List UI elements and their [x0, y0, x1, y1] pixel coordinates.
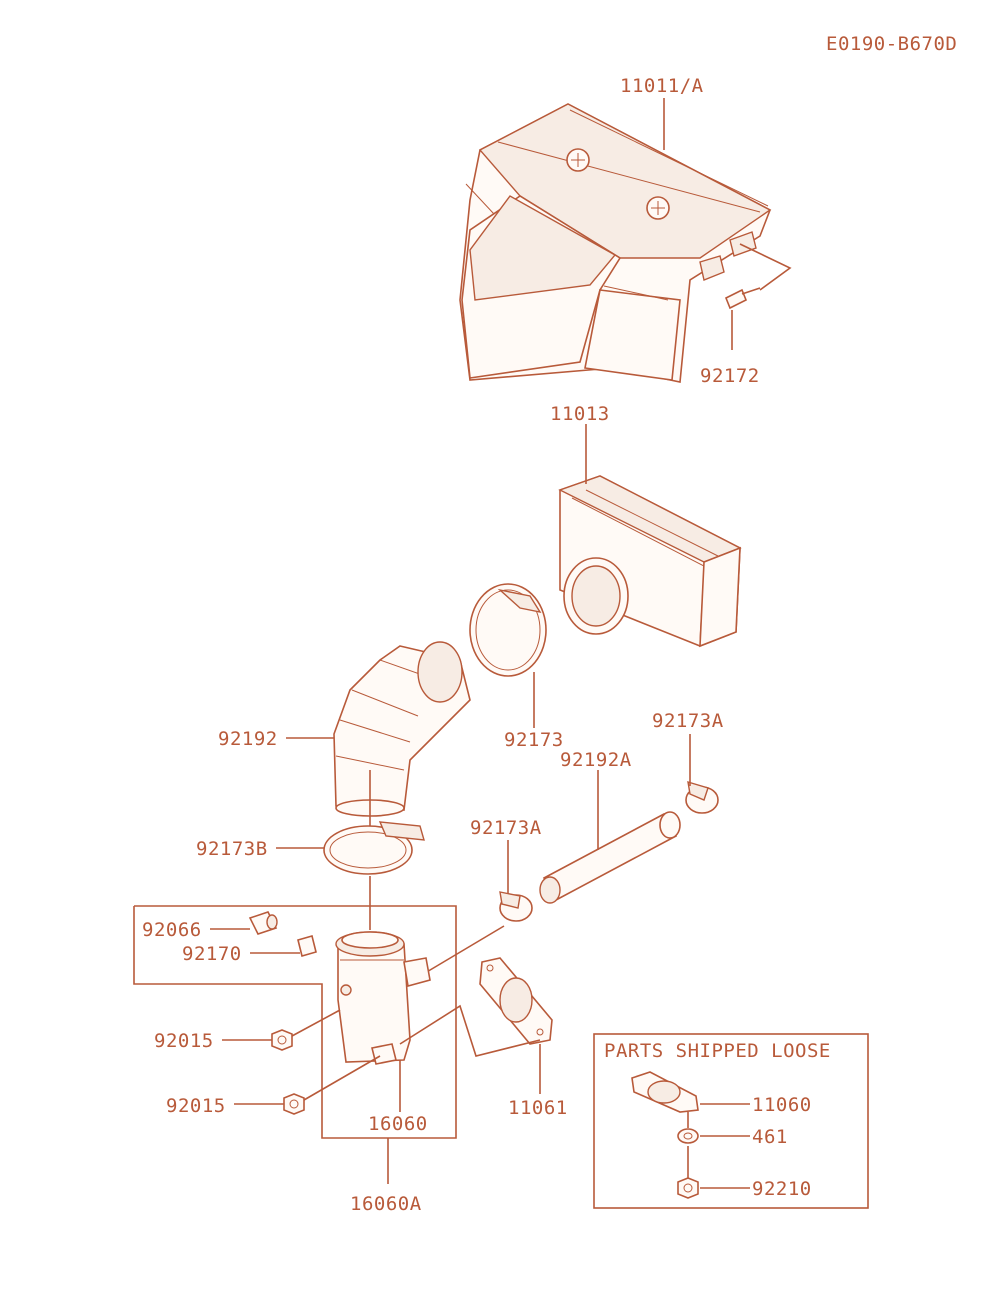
label-92015-upper: 92015	[154, 1030, 214, 1052]
gasket-11061	[479, 957, 553, 1045]
label-92173A-mid: 92173A	[470, 817, 542, 839]
leader-92015-upper-to-pipe	[291, 1009, 341, 1037]
leader-92015-lower-to-pipe	[303, 1055, 381, 1101]
cap-92066	[248, 911, 278, 935]
label-92192: 92192	[218, 728, 278, 750]
intake-pipe	[335, 931, 431, 1065]
label-92210: 92210	[752, 1178, 812, 1200]
label-11011A: 11011/A	[620, 75, 704, 97]
clamp-92173A-middle	[499, 891, 533, 922]
air-cleaner-cover	[459, 103, 772, 383]
label-92192A: 92192A	[560, 749, 632, 771]
parts-shipped-loose-box	[593, 1033, 869, 1209]
label-11061: 11061	[508, 1097, 568, 1119]
breather-hose	[539, 811, 681, 904]
label-11060: 11060	[752, 1094, 812, 1116]
clamp-92173	[469, 583, 547, 677]
label-461: 461	[752, 1126, 788, 1148]
label-92173A-top: 92173A	[652, 710, 724, 732]
leader-hose-to-pipe	[419, 925, 505, 977]
leader-92172	[731, 243, 792, 350]
label-92173: 92173	[504, 729, 564, 751]
nut-92015-upper	[271, 1029, 293, 1051]
label-16060: 16060	[368, 1113, 428, 1135]
assembly-bracket	[133, 905, 457, 1139]
label-11013: 11013	[550, 403, 610, 425]
gasket-11060	[631, 1071, 699, 1113]
label-16060A: 16060A	[350, 1193, 422, 1215]
clamp-92173A-top	[685, 781, 719, 814]
elbow-hose	[333, 641, 471, 817]
label-92066: 92066	[142, 919, 202, 941]
clip-92170	[297, 935, 317, 957]
loose-box-title: PARTS SHIPPED LOOSE	[604, 1040, 831, 1062]
leader-gasket-to-pipe	[399, 1004, 541, 1057]
nut-92210	[677, 1177, 699, 1199]
clamp-92173B	[323, 821, 425, 875]
label-92172: 92172	[700, 365, 760, 387]
washer-461	[677, 1128, 699, 1144]
label-92015-lower: 92015	[166, 1095, 226, 1117]
nut-92015-lower	[283, 1093, 305, 1115]
label-92173B: 92173B	[196, 838, 268, 860]
air-filter-element	[558, 475, 742, 648]
label-92170: 92170	[182, 943, 242, 965]
screw-92172	[724, 287, 761, 310]
drawing-code: E0190-B670D	[826, 33, 957, 55]
